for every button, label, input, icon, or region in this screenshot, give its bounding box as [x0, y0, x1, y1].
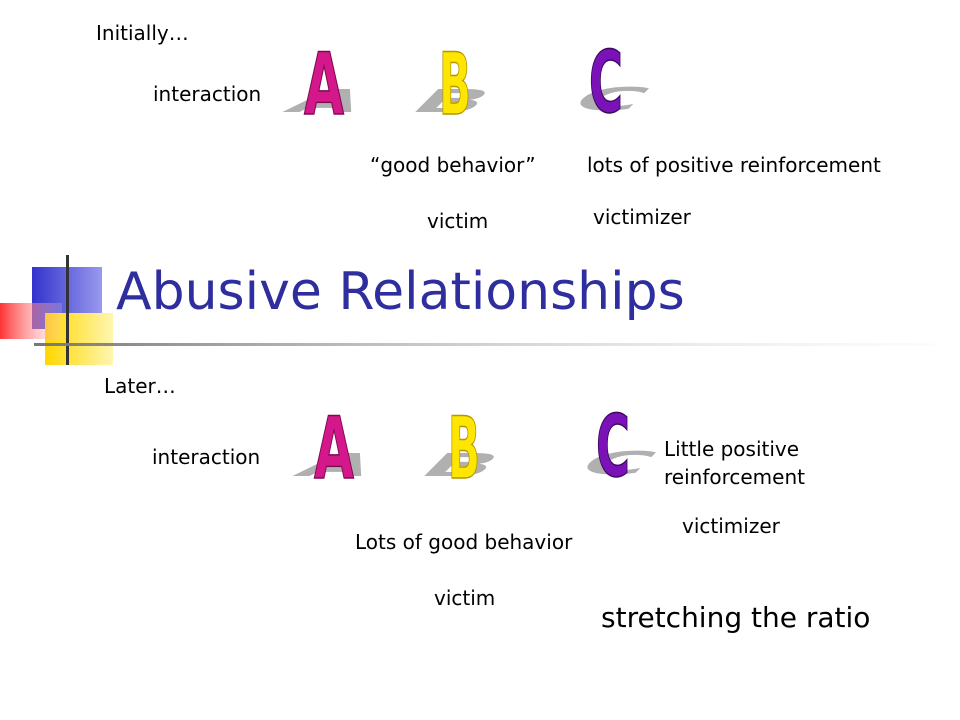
bottom-b-caption: Lots of good behavior	[355, 530, 573, 554]
svg-text:A: A	[314, 399, 354, 499]
bottom-c-caption-line1: Little positive	[664, 437, 800, 461]
top-letter-a: A A	[270, 34, 381, 136]
top-b-role: victim	[427, 209, 489, 233]
top-c-role: victimizer	[593, 205, 691, 229]
title-decoration	[0, 255, 960, 365]
deco-horizontal-line	[34, 343, 934, 346]
bottom-letter-c: C C	[562, 396, 669, 498]
svg-text:C: C	[596, 397, 630, 497]
top-letter-b: B B	[395, 34, 504, 136]
svg-text:A: A	[304, 35, 344, 135]
top-b-caption: “good behavior”	[370, 153, 536, 177]
bottom-c-role: victimizer	[682, 514, 780, 538]
deco-red-square	[0, 303, 62, 339]
slide-title: Abusive Relationships	[116, 262, 685, 322]
top-heading: Initially…	[96, 21, 189, 45]
top-letter-c: C C	[555, 32, 662, 134]
bottom-heading: Later…	[104, 374, 176, 398]
top-interaction-label: interaction	[153, 82, 262, 106]
bottom-letter-b: B B	[404, 398, 513, 500]
deco-vertical-line	[66, 255, 69, 365]
bottom-b-role: victim	[434, 586, 496, 610]
bottom-c-caption-line2: reinforcement	[664, 465, 805, 489]
bottom-letter-a: A A	[280, 398, 391, 500]
svg-text:C: C	[589, 33, 623, 133]
conclusion-text: stretching the ratio	[601, 601, 871, 634]
svg-text:B: B	[448, 399, 480, 499]
top-c-caption: lots of positive reinforcement	[587, 153, 881, 177]
bottom-interaction-label: interaction	[152, 445, 261, 469]
svg-text:B: B	[439, 35, 471, 135]
